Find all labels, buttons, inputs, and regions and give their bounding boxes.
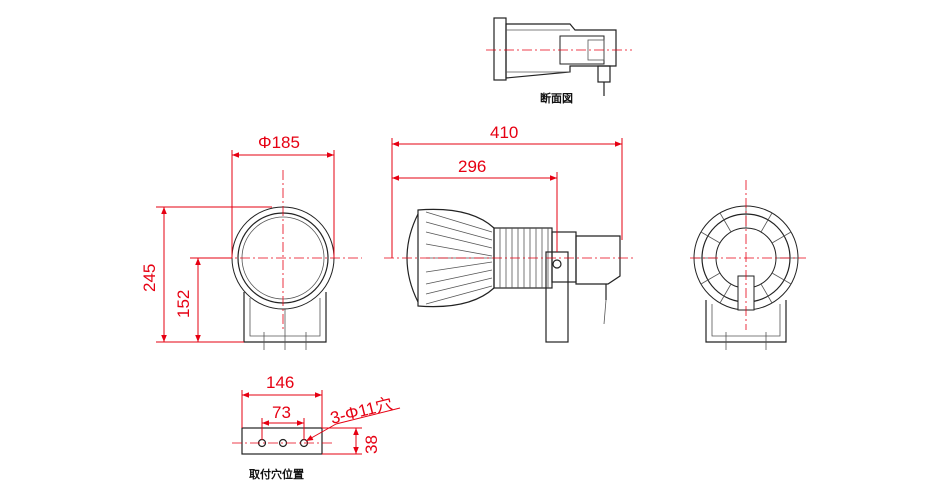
front-diameter-label: Φ185 [258, 133, 300, 152]
section-view: 断面図 [486, 17, 632, 105]
mount-hole-view: 146 73 3-Φ11穴 38 取付穴位置 [232, 373, 401, 481]
mount-hole-position-label: 取付穴位置 [249, 467, 304, 481]
hole-pitch-label: 73 [272, 403, 291, 422]
base-width-label: 146 [266, 373, 294, 392]
front-total-height-label: 245 [140, 264, 159, 292]
rear-view [690, 180, 806, 350]
front-center-height-label: 152 [174, 290, 193, 318]
section-view-label: 断面図 [540, 91, 573, 105]
side-view: 410 296 [384, 123, 636, 343]
front-view: Φ185 245 152 [140, 133, 362, 350]
base-depth-label: 38 [362, 435, 381, 454]
hole-spec-label: 3-Φ11穴 [328, 394, 394, 428]
side-partial-length-label: 296 [458, 157, 486, 176]
side-total-length-label: 410 [490, 123, 518, 142]
